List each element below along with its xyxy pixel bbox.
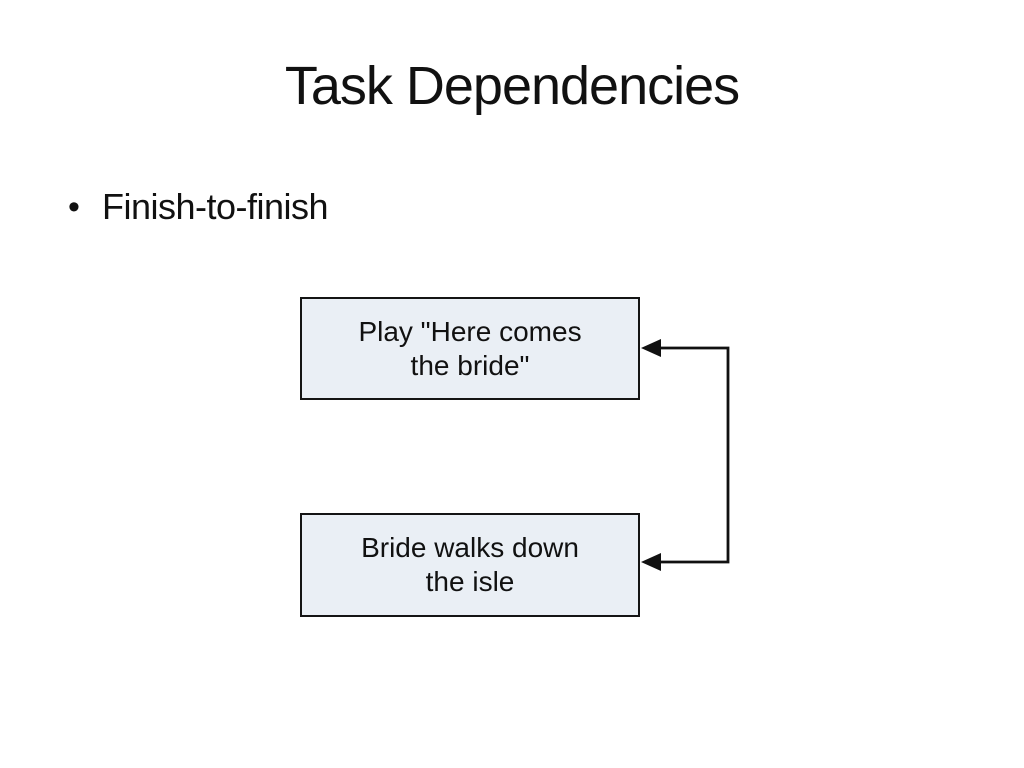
bullet-item: • Finish-to-finish: [68, 185, 329, 229]
node-label-line: Bride walks down: [361, 532, 579, 563]
flow-node-play-here-comes-the-bride: Play "Here comes the bride": [300, 297, 640, 400]
bullet-marker: •: [68, 188, 80, 226]
connector-line: [655, 346, 730, 564]
bullet-label: Finish-to-finish: [102, 186, 329, 227]
node-label-line: Play "Here comes: [358, 315, 582, 347]
arrowhead-into-task-1-icon: [641, 339, 661, 357]
flow-node-bride-walks-down-the-isle: Bride walks down the isle: [300, 513, 640, 617]
arrowhead-into-task-2-icon: [641, 553, 661, 571]
slide-title: Task Dependencies: [284, 56, 740, 116]
node-label-line: the bride": [410, 349, 530, 381]
node-label-line: the isle: [425, 566, 515, 597]
